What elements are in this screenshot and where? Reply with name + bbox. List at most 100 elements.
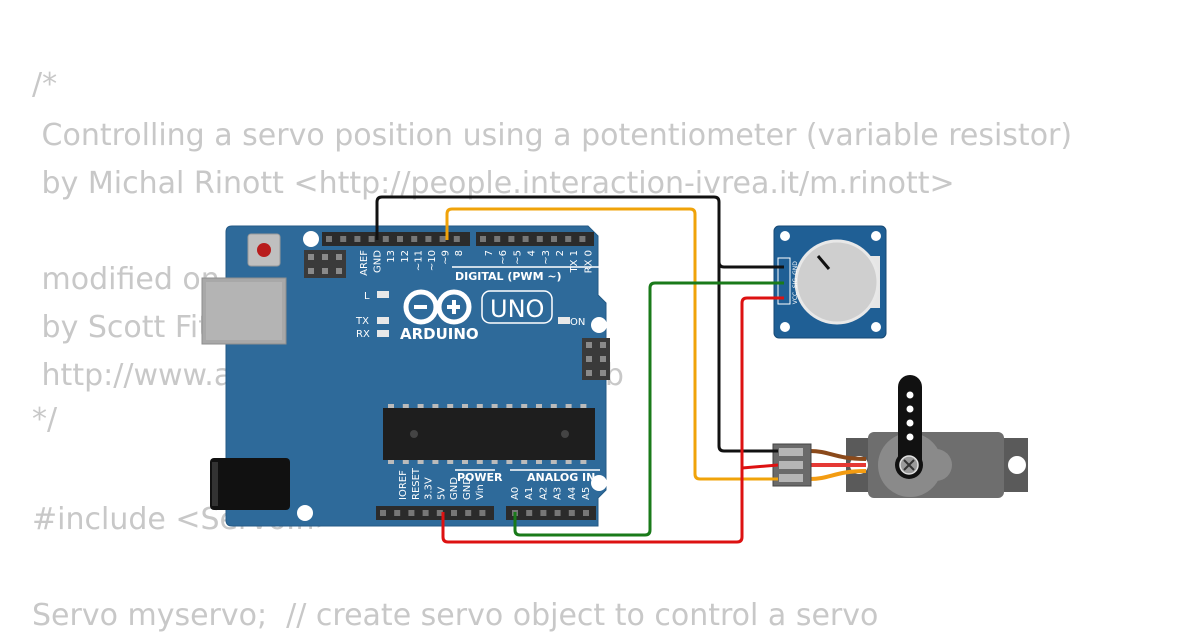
servo-connector-pins <box>779 448 803 482</box>
pin-label: A1 <box>524 487 535 500</box>
pin-label: ~9 <box>441 250 452 265</box>
wire-power-servo[interactable] <box>741 463 779 470</box>
mounting-hole <box>303 231 319 247</box>
power-label: POWER <box>457 471 503 484</box>
pin-label: GND <box>373 250 384 273</box>
chip-pins <box>388 404 587 464</box>
pin-label: 5V <box>436 487 447 500</box>
pin-label: 2 <box>555 250 566 256</box>
chip-pin <box>550 404 557 408</box>
led-l-label: L <box>364 291 370 302</box>
chip-pin <box>476 460 483 464</box>
reset-button-cap[interactable] <box>257 243 271 257</box>
header-hole <box>425 236 432 242</box>
header-hole <box>422 510 429 516</box>
chip-pin <box>536 460 542 464</box>
pin-label: Vin <box>475 484 486 500</box>
digital-header-right <box>476 232 594 246</box>
atmega-chip <box>383 408 595 460</box>
pin-label: RX 0 <box>583 250 594 273</box>
icsp2-pins <box>586 342 606 376</box>
led-rx <box>377 330 389 337</box>
led-on-label: ON <box>570 317 585 328</box>
mounting-hole <box>591 475 607 491</box>
pin-label: 8 <box>454 250 465 256</box>
chip-pin <box>491 460 498 464</box>
servo-gear-boss <box>920 449 952 481</box>
chip-pin <box>388 404 394 408</box>
pin-label: A0 <box>510 487 521 500</box>
wire-gnd[interactable] <box>375 195 778 453</box>
servo-cable-brown <box>809 449 867 461</box>
pot-pin-label: SIG <box>792 278 799 289</box>
mounting-hole <box>871 231 881 241</box>
mounting-hole <box>780 322 790 332</box>
wire-gnd-pot[interactable] <box>717 261 784 269</box>
code-line: /* <box>32 67 58 102</box>
wire-signal-servo[interactable] <box>445 207 778 481</box>
bottom-header-holes <box>380 510 589 516</box>
chip-pin <box>417 404 424 408</box>
pin-label: 3.3V <box>424 477 435 500</box>
pin-label: A5 <box>581 487 592 500</box>
chip-pin <box>491 404 498 408</box>
header-hole <box>536 236 543 242</box>
digital-header-left <box>322 232 470 246</box>
pin-label: AREF <box>359 250 370 276</box>
header-hole <box>565 236 572 242</box>
pot-knob[interactable] <box>794 239 880 325</box>
chip-pin <box>402 404 409 408</box>
header-hole <box>540 510 547 516</box>
pin-label: ~6 <box>498 250 509 265</box>
mounting-hole <box>591 317 607 333</box>
chip-dot <box>561 430 569 438</box>
pin-label: 4 <box>527 250 538 256</box>
pin-label: ~3 <box>541 250 552 265</box>
servo-horn-holes <box>906 391 914 441</box>
code-line: by Michal Rinott <http://people.interact… <box>32 166 955 201</box>
header-hole <box>494 236 501 242</box>
pin-label: A4 <box>567 487 578 500</box>
header-hole <box>508 236 515 242</box>
header-hole <box>451 510 457 516</box>
usb-port-face <box>206 282 282 340</box>
code-line: */ <box>32 402 58 437</box>
chip-pin <box>565 404 572 408</box>
header-hole <box>465 510 472 516</box>
chip-pin <box>388 460 394 464</box>
mounting-hole <box>1008 456 1026 474</box>
wires <box>375 195 784 544</box>
pin-label: GND <box>462 477 473 500</box>
chip-pin <box>462 460 468 464</box>
mounting-hole <box>871 322 881 332</box>
pin-label: TX 1 <box>569 250 580 274</box>
analog-header <box>506 506 596 520</box>
chip-pin <box>506 404 513 408</box>
code-line: Servo myservo; // create servo object to… <box>32 598 879 633</box>
pin-label: A3 <box>553 487 564 500</box>
servo-motor[interactable] <box>772 375 1028 498</box>
uno-model: UNO <box>490 295 544 323</box>
chip-pin <box>521 404 528 408</box>
chip-pin <box>580 460 587 464</box>
chip-pin <box>417 460 424 464</box>
wire-power[interactable] <box>441 296 784 544</box>
mounting-hole <box>297 505 313 521</box>
pin-label: GND <box>449 477 460 500</box>
header-hole <box>382 236 389 242</box>
header-hole <box>480 236 486 242</box>
pin-label: A2 <box>538 487 549 500</box>
pot-pin-label: GND <box>792 261 799 275</box>
digital-pwm-label: DIGITAL (PWM ~) <box>455 270 562 283</box>
chip-pin <box>506 460 513 464</box>
wire-signal-pot[interactable] <box>513 281 784 537</box>
led-tx <box>377 317 389 324</box>
chip-pin <box>462 404 468 408</box>
